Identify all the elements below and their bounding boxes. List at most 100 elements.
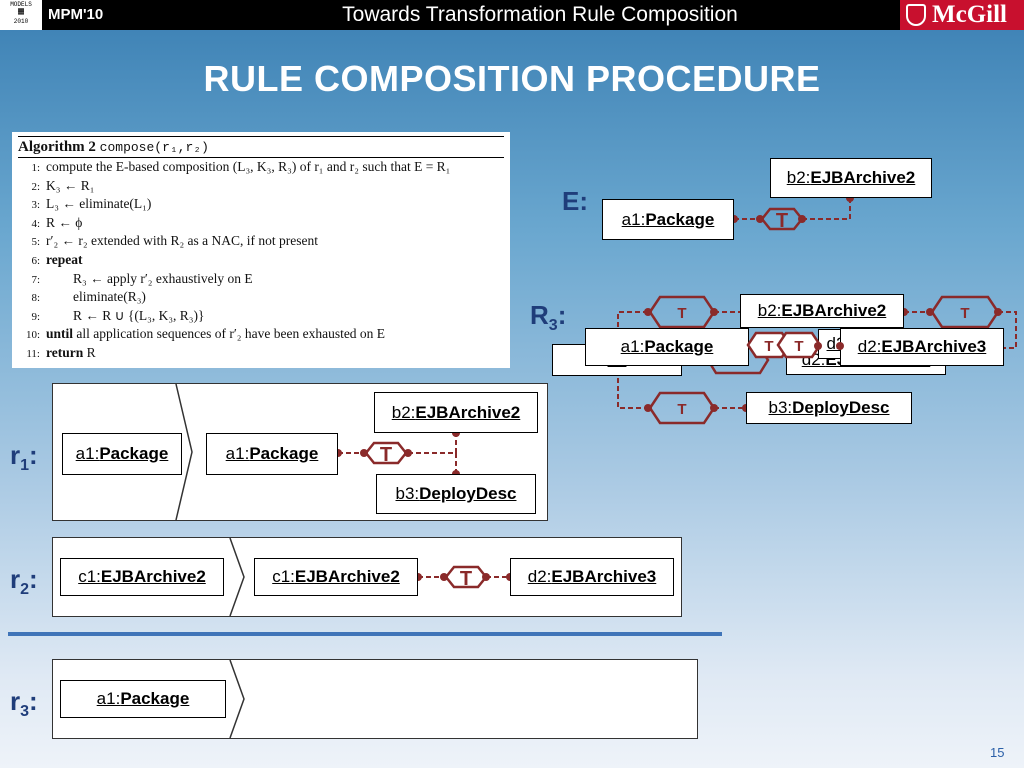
algorithm-box: Algorithm 2 compose(r₁,r₂) 1: compute the… (12, 132, 510, 368)
link-R3-left-rail (617, 311, 648, 409)
shield-icon (906, 4, 926, 26)
node-name: b2: (391, 403, 416, 422)
algorithm-line-number: 6: (31, 254, 40, 267)
node-type: EJBArchive2 (415, 403, 521, 422)
algorithm-line: 3: L₃ ← eliminate(L₁) (18, 195, 504, 214)
trace-label: T (960, 305, 969, 322)
algorithm-line-number: 1: (31, 162, 40, 174)
trace-hexagon (930, 295, 1000, 329)
link-r1-trace-b2 (408, 433, 457, 454)
node-type: EJBArchive2 (810, 168, 916, 187)
trace-hexagon (364, 441, 408, 465)
trace-label: T (677, 305, 686, 322)
node-type: Package (99, 444, 169, 463)
rule-r1-divider (175, 383, 193, 521)
node-type: Package (249, 444, 319, 463)
node-name: c1: (272, 567, 295, 586)
link-R3-t2-d2 (998, 311, 1017, 349)
algorithm-line: 2: K₃ ← R₁ (18, 177, 504, 196)
node-type: Package (120, 689, 190, 708)
label-R3-sub: 3 (548, 317, 558, 335)
trace-label: T (380, 444, 392, 466)
label-R3-colon: : (557, 300, 567, 330)
algorithm-line-number: 2: (31, 180, 40, 193)
label-r2-colon: : (29, 564, 38, 594)
r3-lhs-node-a1: a1:Package (60, 680, 226, 718)
trace-symbol-R3-2: T (930, 295, 1000, 329)
trace-hexagon (648, 295, 716, 329)
algorithm-text: L₃ ← eliminate(L₁) (46, 196, 152, 212)
rule-r2-divider (229, 537, 245, 617)
label-r2-sub: 2 (20, 581, 30, 599)
algorithm-signature: compose(r₁,r₂) (99, 140, 209, 155)
r2-rhs-node-d2: d2:EJBArchive3 (510, 558, 674, 596)
node-type: EJBArchive2 (100, 567, 206, 586)
E-node-a1: a1:Package (602, 199, 734, 240)
r1-rhs-node-a1: a1:Package (206, 433, 338, 475)
algorithm-line: 8: eliminate(R₃) (18, 288, 504, 307)
algorithm-text: R₃ ← apply r′₂ exhaustively on E (46, 270, 253, 286)
conference-logo: MODELS ▦ 2010 (0, 0, 42, 30)
algorithm-line-number: 9: (31, 310, 40, 323)
trace-symbol-E: T (760, 207, 804, 232)
r2-lhs-node-c1: c1:EJBArchive2 (60, 558, 224, 596)
algorithm-line: 6: repeat (18, 251, 504, 270)
algorithm-line: 4:R ← ϕ (18, 214, 504, 233)
trace-label: T (677, 401, 686, 418)
node-name: a1: (621, 210, 646, 229)
page-number: 15 (990, 745, 1005, 760)
conference-logo-year: 2010 (13, 18, 29, 25)
trace-hexagon (760, 207, 804, 231)
node-name: a1: (620, 337, 645, 356)
node-name: d2: (527, 567, 552, 586)
trace-label: T (776, 210, 788, 232)
conference-logo-text: MODELS (10, 1, 32, 8)
label-r1-sub: 1 (20, 457, 30, 475)
algorithm-text: r′₂ ← r₂ extended with R₂ as a NAC, if n… (46, 233, 319, 249)
node-name: b3: (395, 484, 420, 503)
algorithm-text: R ← ϕ (46, 214, 83, 230)
trace-hexagon (444, 565, 488, 589)
algorithm-text: all application sequences of r′₂ have be… (73, 326, 386, 342)
R3-node-b2: b2:EJBArchive2 (740, 294, 904, 328)
algorithm-lines: 1: compute the E-based composition (L₃, K… (18, 158, 504, 363)
label-r3: r3: (10, 686, 38, 721)
node-name: b2: (786, 168, 811, 187)
label-r1-colon: : (29, 440, 38, 470)
R3-node-b3: b3:DeployDesc (746, 392, 912, 424)
node-type: EJBArchive2 (781, 301, 887, 320)
algorithm-line-number: 11: (26, 347, 40, 360)
node-name: a1: (75, 444, 100, 463)
node-type: DeployDesc (419, 484, 517, 503)
algorithm-text: R (83, 344, 96, 360)
E-node-b2: b2:EJBArchive2 (770, 158, 932, 198)
algorithm-keyword: repeat (46, 251, 83, 267)
algorithm-line-number: 7: (31, 273, 40, 286)
algorithm-heading: Algorithm 2 compose(r₁,r₂) (18, 136, 504, 158)
R3-node-a1: a1:Package (585, 328, 749, 366)
algorithm-text: R ← R ∪ {(L₃, K₃, R₃)} (46, 307, 205, 323)
node-name: a1: (225, 444, 250, 463)
algorithm-line-number: 5: (31, 236, 40, 249)
algorithm-line-number: 3: (31, 199, 40, 212)
algorithm-text: compute the E-based composition (L₃, K₃,… (46, 159, 451, 174)
node-name: d2: (857, 337, 882, 356)
trace-hexagon (648, 391, 716, 425)
label-r2-letter: r (10, 564, 21, 594)
university-logo: McGill (900, 0, 1024, 30)
node-name: a1: (96, 689, 121, 708)
trace-label: T (460, 568, 472, 590)
r1-rhs-node-b2: b2:EJBArchive2 (374, 392, 538, 433)
separator-line (8, 632, 722, 636)
link-E-trace-b2 (802, 198, 851, 220)
label-r3-sub: 3 (20, 703, 30, 721)
algorithm-text: K₃ ← R₁ (46, 177, 95, 193)
node-type: EJBArchive3 (881, 337, 987, 356)
algorithm-line: 10:until all application sequences of r′… (18, 325, 504, 344)
label-r3-colon: : (29, 686, 38, 716)
slide-title: RULE COMPOSITION PROCEDURE (203, 58, 821, 99)
node-type: Package (644, 337, 714, 356)
university-name: McGill (932, 1, 1007, 28)
node-type: EJBArchive3 (551, 567, 657, 586)
